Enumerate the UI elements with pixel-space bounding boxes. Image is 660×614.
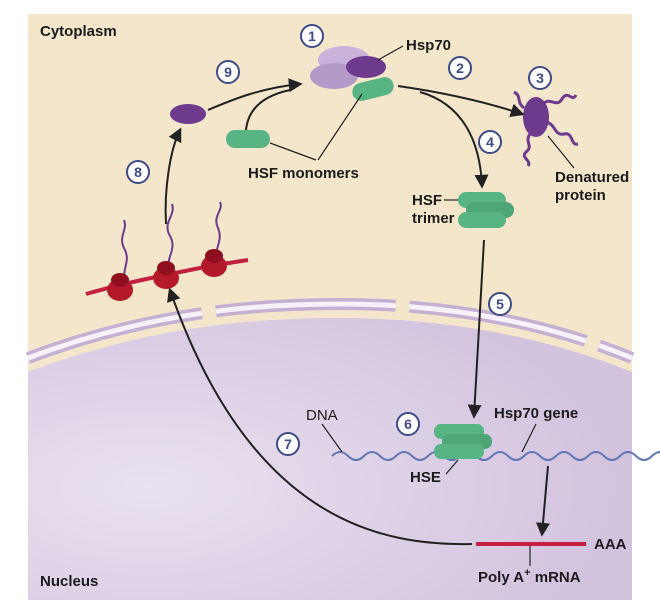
- ribosome-1: [107, 273, 133, 301]
- mrna-text: mRNA: [531, 569, 581, 586]
- arrow-8-translate: [164, 127, 182, 225]
- step-7-number: 7: [284, 436, 292, 452]
- hsf-trimer-label-line2: trimer: [412, 210, 455, 227]
- free-hsf-monomer: [226, 130, 270, 148]
- denatured-protein: [513, 90, 579, 167]
- hsf-monomer-leader-left: [269, 142, 317, 161]
- hsf-trimer: [458, 192, 514, 228]
- dna-strand: [331, 451, 660, 461]
- arrow-2-release: [397, 85, 525, 118]
- arrow-5-enter-nucleus: [467, 239, 485, 419]
- step-8: 8: [126, 160, 150, 184]
- hsf-trimer-label-line1: HSF: [412, 192, 442, 209]
- hsp70-gene-label: Hsp70 gene: [494, 405, 578, 422]
- step-2: 2: [448, 56, 472, 80]
- step-9: 9: [216, 60, 240, 84]
- step-2-number: 2: [456, 60, 464, 76]
- arrow-9-to-complex: [207, 78, 303, 111]
- step-3: 3: [528, 66, 552, 90]
- nucleus-label: Nucleus: [40, 573, 98, 590]
- hsp70-hsf-complex: [310, 46, 394, 101]
- dna-leader: [321, 423, 343, 453]
- arrow-7-export: [167, 287, 473, 546]
- step-9-number: 9: [224, 64, 232, 80]
- nuclear-envelope-inner: [27, 301, 633, 361]
- step-1: 1: [300, 24, 324, 48]
- polysome: [85, 201, 249, 301]
- hse-label: HSE: [410, 469, 441, 486]
- free-hsp70: [170, 104, 206, 124]
- step-6-number: 6: [404, 416, 412, 432]
- ribosome-3: [201, 249, 227, 277]
- hsp70-label: Hsp70: [406, 37, 451, 54]
- poly-a-text: Poly A: [478, 569, 524, 586]
- step-5-number: 5: [496, 296, 504, 312]
- step-3-number: 3: [536, 70, 544, 86]
- cytoplasm-label: Cytoplasm: [40, 23, 117, 40]
- hsp70-gene-leader: [521, 423, 537, 453]
- arrow-4-trimerize: [419, 91, 489, 189]
- hsp70-leader: [377, 45, 404, 61]
- step-6: 6: [396, 412, 420, 436]
- arrow-hsf-join: [245, 89, 291, 131]
- denatured-label-line1: Denatured: [555, 169, 629, 186]
- dna-label: DNA: [306, 407, 338, 424]
- denatured-leader: [547, 135, 575, 169]
- arrow-transcription: [536, 465, 550, 537]
- step-7: 7: [276, 432, 300, 456]
- hsf-bound-hse: [434, 424, 492, 459]
- ribosome-2: [153, 261, 179, 289]
- step-8-number: 8: [134, 164, 142, 180]
- step-1-number: 1: [308, 28, 316, 44]
- hsf-monomer-leader-right: [317, 93, 363, 161]
- poly-a-mrna-label: Poly A+ mRNA: [478, 567, 581, 586]
- poly-a-superscript: +: [524, 567, 530, 579]
- step-4: 4: [478, 130, 502, 154]
- aaa-label: AAA: [594, 536, 627, 553]
- hsf-monomers-label: HSF monomers: [248, 165, 359, 182]
- step-4-number: 4: [486, 134, 494, 150]
- denatured-label-line2: protein: [555, 187, 606, 204]
- step-5: 5: [488, 292, 512, 316]
- hse-leader: [445, 459, 459, 475]
- nucleus-region: [28, 318, 632, 600]
